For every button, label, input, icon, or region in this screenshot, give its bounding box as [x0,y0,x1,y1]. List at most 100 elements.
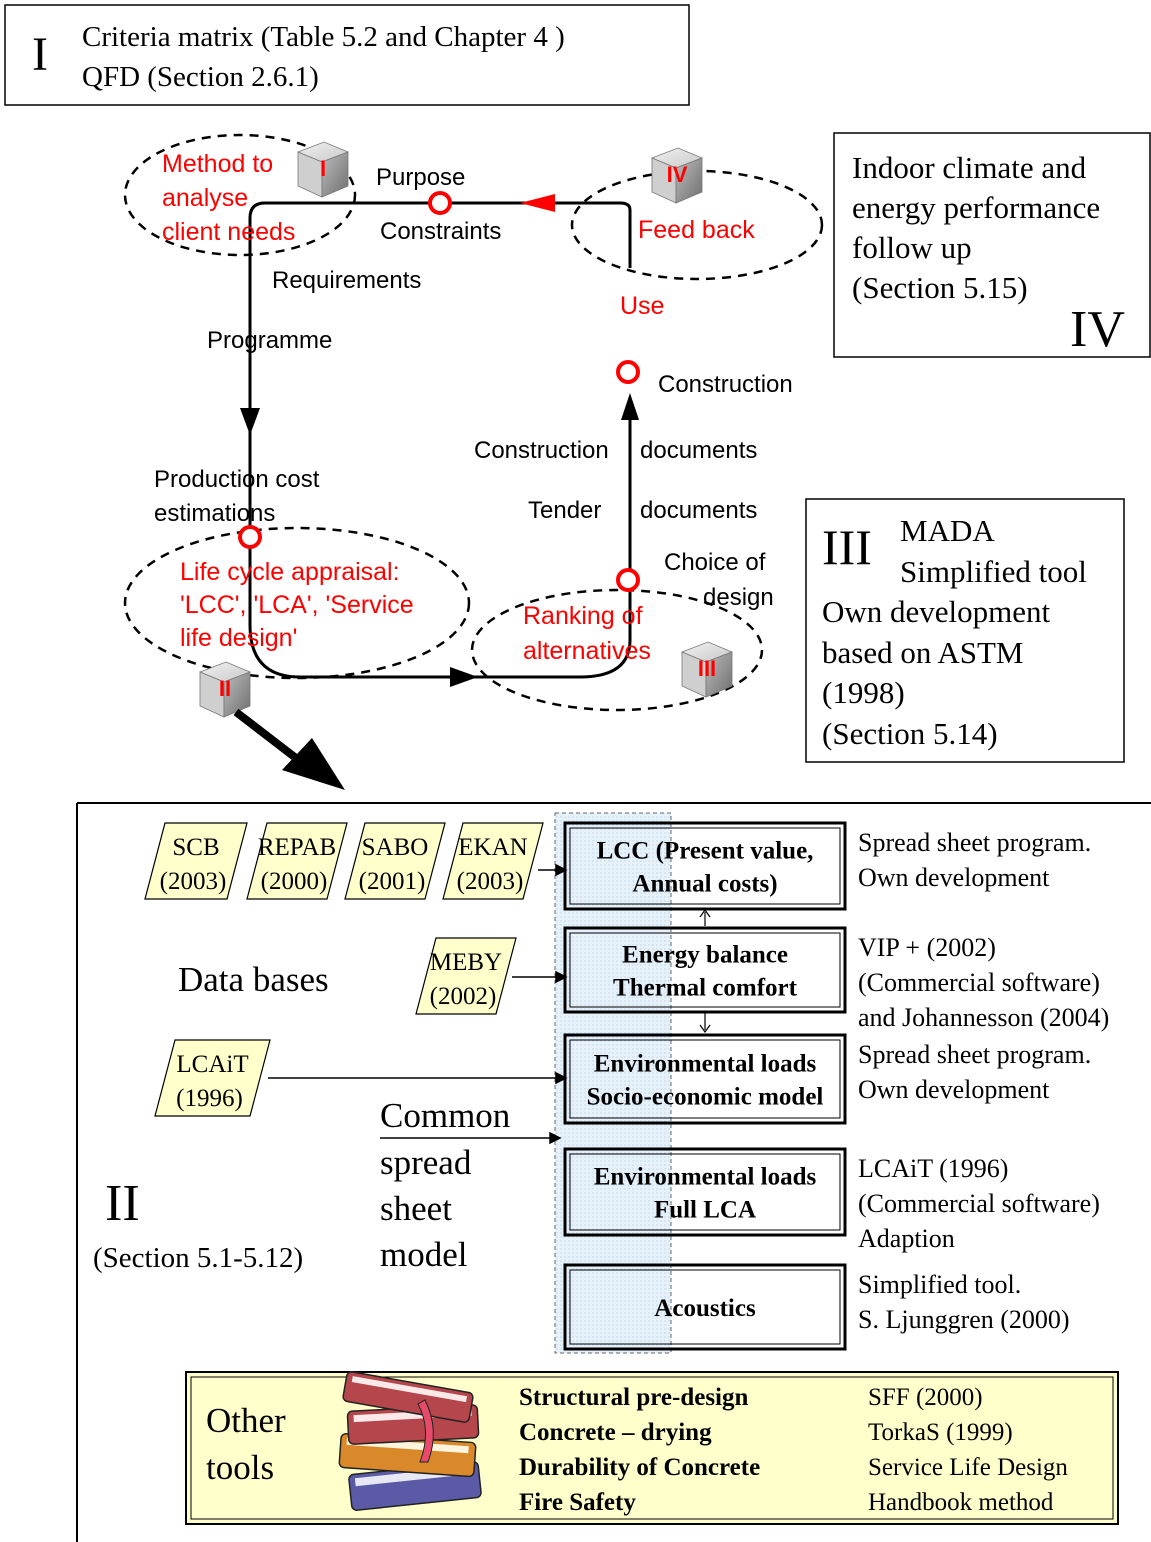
purpose-label: Purpose [376,164,465,191]
box-iii-numeral: III [822,519,872,575]
common-model-line2: spread [380,1143,472,1182]
module-tool-line: LCAiT (1996) [858,1154,1008,1183]
link-arrows [699,908,711,1034]
database-ekan: EKAN(2003) [442,822,544,900]
databases-label: Data bases [178,960,329,999]
life-cycle-line2: 'LCC', 'LCA', 'Service [180,591,414,619]
database-year: (2003) [160,868,227,895]
construction-label: Construction [658,371,793,398]
module-title-line: Acoustics [654,1295,756,1322]
section-ii-numeral: II [105,1175,140,1232]
database-lcait: LCAiT (1996) [154,1039,271,1117]
use-label: Use [620,292,664,320]
database-name: MEBY [430,949,502,976]
database-name: SCB [172,834,219,861]
module-tool-line: Simplified tool. [858,1270,1021,1299]
other-tool-name: Fire Safety [519,1489,636,1516]
criteria-matrix-box: I Criteria matrix (Table 5.2 and Chapter… [4,4,690,106]
cube-iii: III [680,641,734,698]
node-constraints [428,191,452,215]
zoom-arrow [233,708,345,790]
other-tools-label2: tools [206,1448,274,1487]
module-title-line: Socio-economic model [587,1084,824,1111]
other-tool-ref: SFF (2000) [868,1384,983,1411]
module-tool-line: Own development [858,863,1050,892]
client-needs-line3: client needs [162,218,295,246]
database-shapes: SCB (2003) REPAB (2000) SABO (2001) EKAN(2003)… [144,822,544,1117]
cube-iv: IV [650,147,704,204]
common-model-line3: sheet [380,1189,452,1228]
database-sabo: SABO (2001) [344,822,446,900]
cube-iv-label: IV [667,162,688,187]
arrow-feedback [520,194,555,212]
programme-label: Programme [207,327,332,354]
database-year: (2001) [359,868,426,895]
box-i-line2: QFD (Section 2.6.1) [82,61,319,93]
cube-i: I [296,141,350,198]
db-connectors [268,863,568,1145]
ellipse-ranking [470,588,764,712]
module-title-line: Thermal comfort [613,975,798,1002]
arrow-programme [240,408,260,435]
mada-box: III MADA Simplified tool Own development… [805,498,1125,763]
construction-docs-line2: documents [640,437,757,464]
ellipse-life-cycle [123,526,471,680]
choice-line1: Choice of [664,549,766,576]
module-tool-line: and Johannesson (2004) [858,1003,1109,1032]
module-title-line: Environmental loads [594,1051,817,1078]
module-tool-line: S. Ljunggren (2000) [858,1305,1070,1334]
constraints-label: Constraints [380,218,501,245]
database-year: (2002) [430,983,497,1010]
database-name: REPAB [258,834,336,861]
module-5: Acoustics Simplified tool. S. Ljunggren (2… [563,1263,1070,1351]
module-title-line: Energy balance [622,942,788,969]
module-tool-line: (Commercial software) [858,1189,1100,1218]
other-tool-ref: TorkaS (1999) [868,1419,1013,1446]
box-i-numeral: I [32,28,48,81]
cycle-path [248,201,632,679]
tender-docs-line2: documents [640,497,757,524]
module-title-line: Full LCA [654,1197,756,1224]
life-cycle-line1: Life cycle appraisal: [180,558,400,586]
database-year: (1996) [176,1085,243,1112]
production-cost-line1: Production cost [154,466,320,493]
box-iii-title1: MADA [900,513,995,548]
node-choice [616,568,640,592]
section-ii-ref: (Section 5.1-5.12) [93,1242,303,1274]
ranking-line2: alternatives [523,637,651,665]
other-tools-box: Other tools [185,1371,1119,1525]
module-tool-line: (Commercial software) [858,968,1100,997]
ellipse-client-needs [123,133,357,257]
common-model-strip [554,812,672,1354]
module-title-line: Annual costs) [632,871,777,898]
node-construction [616,360,640,384]
module-tool-line: Adaption [858,1224,955,1253]
box-iii-line2: based on ASTM [822,635,1024,670]
arrow-construction [621,393,639,420]
module-tool-line: Spread sheet program. [858,828,1091,857]
database-name: SABO [362,834,429,861]
box-iii-line3: (1998) [822,675,905,710]
database-repab: REPAB (2000) [246,822,348,900]
tender-docs-line1: Tender [528,497,601,524]
life-cycle-line3: life design' [180,624,297,652]
module-tool-line: Spread sheet program. [858,1040,1091,1069]
other-tool-name: Durability of Concrete [519,1454,760,1481]
box-i-line1: Criteria matrix (Table 5.2 and Chapter 4… [82,21,565,53]
database-name: LCAiT [176,1051,248,1078]
construction-docs-line1: Construction [474,437,609,464]
indoor-climate-box: Indoor climate and energy performance fo… [833,132,1151,358]
database-scb: SCB (2003) [144,822,248,900]
database-year: (2000) [261,868,328,895]
feedback-label: Feed back [638,216,755,244]
cube-ii-label: II [219,676,231,701]
books-icon [338,1371,482,1511]
module-title-line: LCC (Present value, [597,838,814,865]
box-iv-line4: (Section 5.15) [852,270,1028,305]
